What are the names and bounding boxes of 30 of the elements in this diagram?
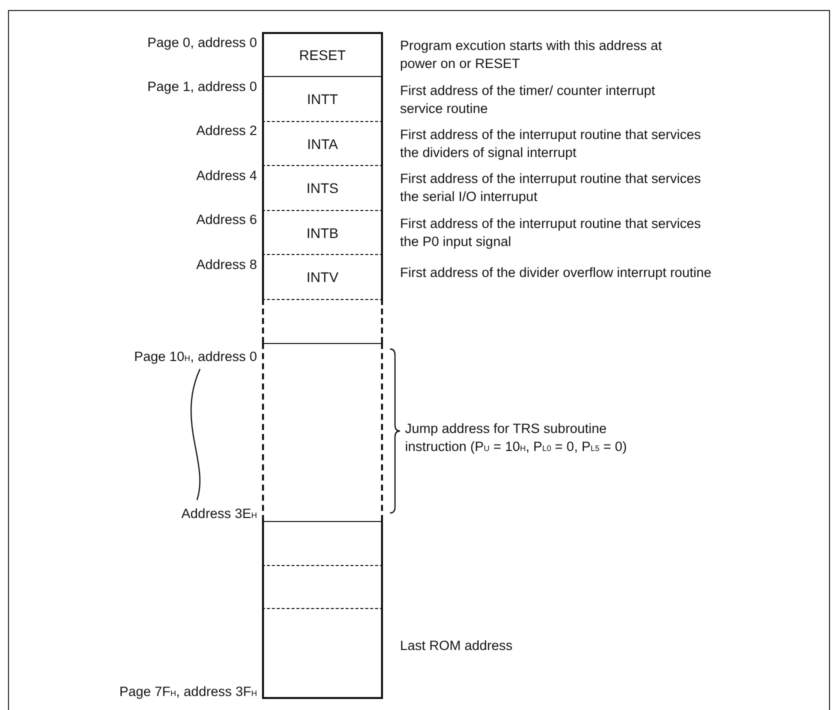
memory-cell — [262, 608, 383, 699]
memory-cell — [262, 210, 383, 254]
memory-cell — [262, 121, 383, 165]
memory-cell — [262, 76, 383, 121]
address-label: Address 8 — [196, 256, 257, 274]
cell-label: INTA — [307, 136, 338, 152]
description-text: First address of the divider overflow interrupt routine — [400, 264, 712, 282]
address-label: Address 6 — [196, 211, 257, 229]
cell-label: INTS — [306, 180, 338, 196]
memory-cell — [262, 165, 383, 210]
description-text: First address of the interruput routine that services the serial I/O interruput — [400, 170, 702, 206]
description-text: First address of the interruput routine that services the dividers of signal interrupt — [400, 126, 702, 162]
address-label: Page 1, address 0 — [147, 78, 257, 96]
memory-cell — [262, 299, 383, 343]
memory-cell — [262, 565, 383, 608]
description-text: Program excution starts with this address at power on or RESET — [400, 37, 663, 73]
description-text: First address of the timer/ counter interrupt service routine — [400, 82, 656, 118]
address-label: Address 4 — [196, 167, 257, 185]
description-text: First address of the interruput routine that services the P0 input signal — [400, 215, 702, 251]
memory-cell — [262, 343, 383, 521]
description-text: Last ROM address — [400, 637, 514, 655]
cell-label: INTB — [306, 224, 338, 240]
memory-cell — [262, 32, 383, 76]
cell-label: RESET — [299, 47, 346, 63]
cell-label: INTV — [306, 269, 338, 285]
address-label: Address 2 — [196, 122, 257, 140]
memory-cell — [262, 521, 383, 565]
memory-cell — [262, 254, 383, 299]
cell-label: INTT — [306, 91, 338, 107]
address-label: Page 0, address 0 — [147, 34, 257, 52]
